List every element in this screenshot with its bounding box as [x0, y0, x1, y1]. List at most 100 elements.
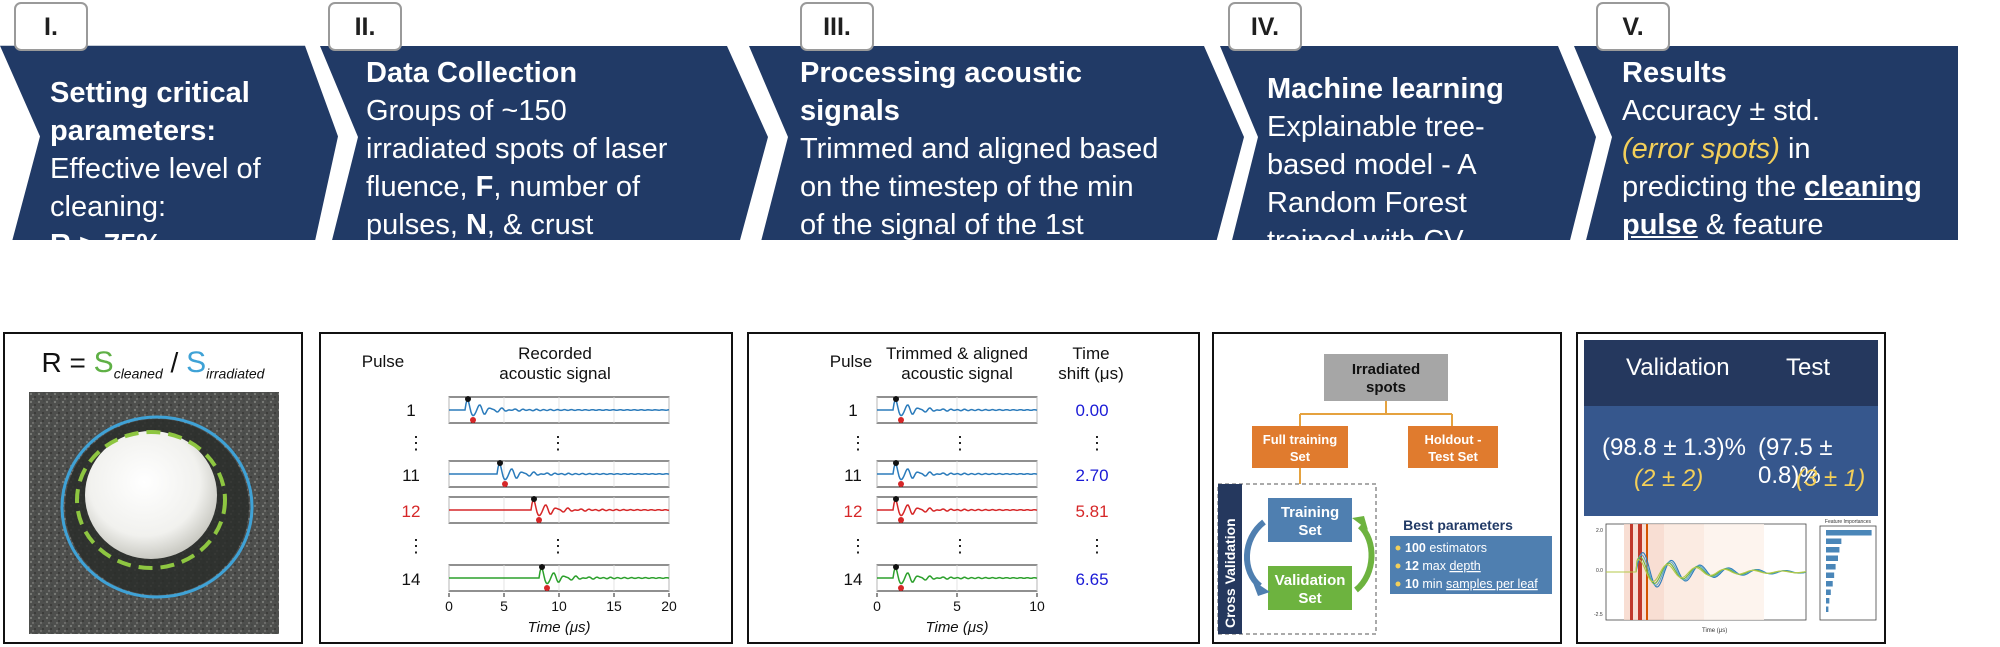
step-4-title: Machine learning: [1267, 73, 1504, 105]
pulse-label-1: 1: [406, 401, 415, 420]
validation-error-spots: (2 ± 2): [1634, 465, 1704, 492]
signal-min-marker: [898, 481, 904, 487]
panel-processed-signals: Pulse Trimmed & aligned acoustic signal …: [747, 332, 1200, 644]
step-5-title: Results: [1622, 57, 1727, 89]
svg-text:Time (μs): Time (μs): [1702, 628, 1727, 634]
step-3-numeral: III.: [800, 2, 874, 51]
feature-importance-bar: [1826, 555, 1838, 561]
tree-connector: [1299, 401, 1453, 426]
step-2-line-2: irradiated spots of laser: [366, 133, 668, 165]
step-4-line-3: Random Forest: [1267, 187, 1467, 219]
step-3-line-3: of the signal of the 1st: [800, 209, 1084, 241]
shift-header-2: shift (μs): [1058, 364, 1124, 383]
signal-min-marker: [502, 481, 508, 487]
irradiated-area-outline: [60, 415, 254, 599]
signal-max-marker: [465, 396, 471, 402]
time-axis-label: Time (μs): [925, 619, 988, 636]
irradiated-spots-box: [1324, 354, 1448, 401]
best-parameters-box: [1390, 536, 1552, 594]
validation-accuracy: (98.8 ± 1.3)%: [1602, 434, 1746, 461]
step-3-line-1: Trimmed and aligned based: [800, 133, 1159, 165]
signal-max-marker: [497, 460, 503, 466]
signal-min-marker: [898, 417, 904, 423]
training-set-box: [1268, 498, 1352, 542]
best-param-depth: 12 max depth: [1405, 559, 1481, 573]
step-2-text: Data Collection Groups of ~150 irradiate…: [366, 54, 711, 282]
cross-validation-label-bar: [1218, 484, 1242, 634]
recorded-signals-figure: Pulse Recorded acoustic signal 1 11 12 1…: [362, 344, 677, 636]
step-3-line-2: on the timestep of the min: [800, 171, 1134, 203]
signal-frame: [448, 396, 670, 424]
step-5-line-3: predicting the cleaning: [1622, 171, 1922, 203]
signal-header-2: acoustic signal: [499, 364, 611, 383]
chevron-5: [1574, 46, 1958, 240]
irradiated-spot-photo: [29, 392, 279, 634]
waveform: [449, 499, 670, 517]
vertical-ellipsis: ⋮: [849, 433, 867, 453]
step-5-line-1: Accuracy ± std.: [1622, 95, 1821, 127]
chevron-2: [320, 46, 768, 240]
signal-frame: [876, 396, 1038, 424]
vertical-ellipsis: ⋮: [1088, 536, 1106, 556]
step-2-line-4: pulses, N, & crust: [366, 209, 594, 241]
waveform: [877, 567, 1038, 585]
feature-importance-bar: [1826, 530, 1872, 536]
feature-importance-bar: [1826, 538, 1842, 544]
step-5-line-5: importance: [1622, 247, 1766, 279]
step-1-text: Setting critical parameters: Effective l…: [50, 74, 290, 264]
best-param-samples: 10 min samples per leaf: [1405, 577, 1538, 591]
step-4-line-1: Explainable tree-: [1267, 111, 1485, 143]
x-tick-label: 0: [445, 598, 453, 614]
irradiated-spots-label-1: Irradiated: [1352, 361, 1420, 378]
signal-min-marker: [898, 585, 904, 591]
test-label: Test: [1786, 354, 1831, 381]
training-set-label-1: Training: [1281, 504, 1339, 521]
time-axis-label: Time (μs): [527, 619, 590, 636]
waveform: [877, 463, 1038, 481]
best-param-estimators: 100 estimators: [1405, 541, 1487, 555]
training-set-label-2: Set: [1298, 522, 1321, 539]
results-body: [1584, 406, 1878, 516]
feature-importance-title: Feature Importances: [1825, 519, 1872, 525]
step-5-line-4: pulse & feature: [1622, 209, 1824, 241]
signal-min-marker: [544, 585, 550, 591]
bullet: [1395, 545, 1401, 551]
step-2-numeral: II.: [328, 2, 402, 51]
test-accuracy: (97.5 ± 0.8)%: [1758, 434, 1833, 489]
shift-value-14: 6.65: [1075, 570, 1108, 589]
chevron-3: [749, 46, 1244, 240]
feature-importance-plot: Feature Importances: [1819, 519, 1877, 621]
x-tick-label: 10: [551, 598, 567, 614]
cleaned-area-outline: [75, 430, 227, 570]
signal-frame: [448, 564, 670, 592]
vertical-ellipsis: ⋮: [1088, 433, 1106, 453]
holdout-label-1: Holdout -: [1424, 432, 1481, 447]
x-tick-label: 5: [500, 598, 508, 614]
feature-importance-bar: [1826, 547, 1840, 553]
cleaning-formula: R = Scleaned / Sirradiated: [41, 346, 265, 382]
x-tick-label: 10: [1029, 598, 1045, 614]
signal-max-marker: [531, 496, 537, 502]
full-training-label-2: Set: [1290, 449, 1311, 464]
signal-frame: [448, 460, 670, 488]
pulse-header: Pulse: [362, 352, 405, 371]
feature-importance-bar: [1826, 598, 1830, 604]
step-4-text: Machine learning Explainable tree- based…: [1267, 70, 1557, 260]
svg-text:2.0: 2.0: [1596, 528, 1603, 534]
full-training-set-box: [1252, 426, 1348, 468]
shift-header-1: Time: [1072, 344, 1109, 363]
step-5-numeral: V.: [1596, 2, 1670, 51]
waveform: [449, 399, 670, 417]
validation-label: Validation: [1626, 354, 1730, 381]
full-training-label-1: Full training: [1263, 432, 1337, 447]
feature-importance-bar: [1826, 606, 1829, 612]
validation-set-label-1: Validation: [1275, 572, 1346, 589]
banner-bottom-mask: [0, 288, 2000, 328]
vertical-ellipsis: ⋮: [549, 433, 567, 453]
pulse-label-12: 12: [402, 502, 421, 521]
random-forest-cv-diagram: Irradiated spots Full training Set Holdo…: [1217, 354, 1552, 635]
step-2-line-3: fluence, F, number of: [366, 171, 641, 203]
chevron-1: [0, 45, 338, 240]
vertical-ellipsis: ⋮: [407, 433, 425, 453]
x-tick-label: 5: [953, 598, 961, 614]
